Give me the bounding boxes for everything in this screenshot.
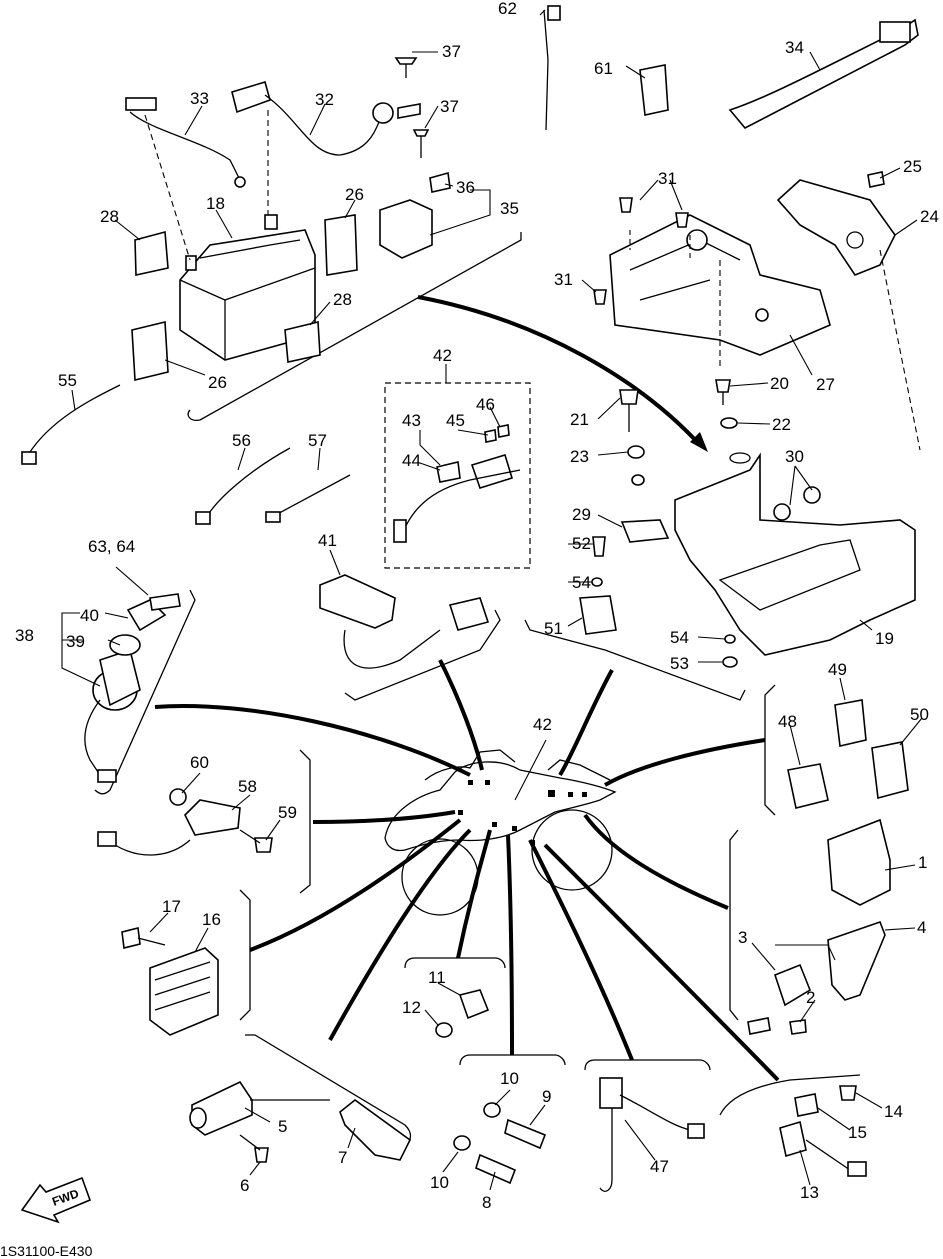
fwd-arrow: FWD [20, 1176, 92, 1224]
part-label: 58 [238, 777, 257, 796]
part-label: 42 [533, 715, 552, 734]
part-label: 62 [498, 0, 517, 18]
part-label: 17 [162, 897, 181, 916]
part-label: 21 [570, 410, 589, 429]
battery-group [125, 57, 451, 382]
regulator-group [121, 927, 219, 1036]
part-label: 48 [778, 712, 797, 731]
part-label: 6 [240, 1176, 249, 1195]
part-label: 46 [476, 395, 495, 414]
part-label: 2 [806, 988, 815, 1007]
stand-switch-group [599, 1077, 705, 1192]
bracket-group [593, 171, 921, 451]
part-label: 25 [903, 157, 922, 176]
part-label: 51 [544, 619, 563, 638]
label-leaders [61, 9, 923, 1191]
part-label: 35 [500, 199, 519, 218]
part-label: 36 [456, 178, 475, 197]
part-label: 60 [190, 753, 209, 772]
part-label: 52 [572, 534, 591, 553]
ecu-group [747, 818, 891, 1035]
part-label: 26 [345, 185, 364, 204]
relay-small-group [787, 699, 909, 809]
part-label: 42 [433, 346, 452, 365]
part-label: 39 [66, 632, 85, 651]
part-label: 8 [482, 1193, 491, 1212]
part-label: 34 [785, 38, 804, 57]
part-label: 59 [278, 803, 297, 822]
coil-group [189, 1080, 412, 1163]
part-label: 54 [670, 628, 689, 647]
main-switch-group [84, 593, 181, 783]
part-label: 22 [772, 415, 791, 434]
relay-group [393, 424, 521, 543]
part-label: 61 [594, 59, 613, 78]
part-label: 37 [442, 42, 461, 61]
part-label: 9 [542, 1087, 551, 1106]
meter-group [319, 574, 490, 669]
part-label: 56 [232, 431, 251, 450]
sensor-small-group [435, 989, 547, 1185]
part-label: 31 [658, 169, 677, 188]
part-label: 7 [338, 1148, 347, 1167]
part-label: 11 [428, 968, 446, 987]
part-label: 27 [816, 375, 835, 394]
part-label: 38 [15, 626, 34, 645]
part-label: 47 [650, 1157, 669, 1176]
part-label: 3 [738, 928, 747, 947]
part-label: 31 [554, 270, 573, 289]
part-label: 20 [770, 374, 789, 393]
speed-sensor-group [779, 1085, 867, 1177]
part-label: 26 [208, 373, 227, 392]
part-label: 55 [58, 371, 77, 390]
part-label: 24 [920, 207, 939, 226]
callout-lines [154, 295, 780, 1082]
part-label: 23 [570, 447, 589, 466]
part-label: 16 [202, 910, 221, 929]
part-label: 10 [500, 1069, 519, 1088]
group-brackets [94, 232, 861, 1149]
sensor-group [97, 788, 273, 856]
misc-parts [21, 5, 919, 525]
part-label: 10 [430, 1173, 449, 1192]
part-label: 37 [440, 97, 459, 116]
part-label: 32 [315, 90, 334, 109]
part-label: 50 [910, 705, 929, 724]
part-label: 49 [828, 660, 847, 679]
part-label: 53 [670, 654, 689, 673]
part-label: 18 [206, 194, 225, 213]
part-label: 15 [848, 1123, 867, 1142]
figure-code: 1S31100-E430 [0, 1243, 93, 1259]
part-label: 5 [278, 1117, 287, 1136]
part-label: 29 [572, 505, 591, 524]
part-labels: 1 2 3 4 5 6 7 8 9 10 10 11 12 13 14 15 1… [15, 0, 939, 1212]
part-label: 45 [446, 411, 465, 430]
part-label: 19 [875, 629, 894, 648]
part-label: 63, 64 [88, 537, 135, 556]
part-label: 12 [402, 998, 421, 1017]
part-label: 13 [800, 1183, 819, 1202]
part-label: 14 [884, 1102, 903, 1121]
part-label: 43 [402, 411, 421, 430]
part-label: 44 [402, 451, 421, 470]
part-label: 54 [572, 573, 591, 592]
part-label: 33 [190, 89, 209, 108]
part-label: 28 [333, 290, 352, 309]
part-label: 41 [318, 531, 337, 550]
part-label: 28 [100, 207, 119, 226]
part-label: 40 [80, 606, 99, 625]
part-label: 1 [918, 853, 927, 872]
part-label: 57 [308, 431, 327, 450]
part-label: 30 [785, 447, 804, 466]
part-label: 4 [917, 918, 926, 937]
tray-group [579, 379, 916, 668]
